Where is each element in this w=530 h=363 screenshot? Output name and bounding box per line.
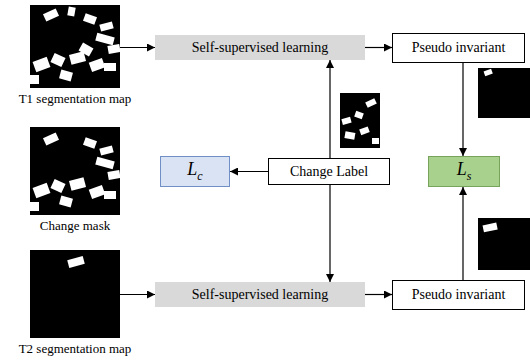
box-label: Self-supervised learning — [192, 40, 328, 56]
segmentation-picture — [30, 127, 120, 215]
label-box: Change Label — [268, 158, 390, 185]
box-label: Pseudo invariant — [412, 40, 506, 56]
box-label: Self-supervised learning — [192, 287, 328, 303]
process-box: Self-supervised learning — [155, 35, 365, 60]
t2-segmentation-map: T2 segmentation map — [30, 250, 120, 338]
image-caption: T1 segmentation map — [19, 91, 132, 107]
segmentation-picture — [30, 5, 120, 88]
box-label: Lc — [187, 159, 202, 184]
t1-segmentation-map: T1 segmentation map — [30, 5, 120, 88]
image-caption: Change mask — [40, 218, 110, 234]
loss-box: Lc — [160, 156, 230, 187]
box-label: Change Label — [290, 164, 368, 180]
image-caption: T2 segmentation map — [19, 341, 132, 357]
pseudo-invariant-thumbnail-bottom — [478, 218, 530, 270]
arrow — [329, 60, 330, 158]
process-box: Self-supervised learning — [155, 282, 365, 307]
box-label: Ls — [457, 159, 472, 184]
arrow — [462, 63, 463, 156]
arrow — [365, 294, 392, 295]
arrow — [230, 171, 268, 172]
arrow — [120, 294, 155, 295]
pseudo-invariant-thumbnail-top — [478, 68, 530, 118]
loss-box: Ls — [428, 156, 500, 187]
arrow — [462, 187, 463, 280]
output-box: Pseudo invariant — [392, 280, 525, 310]
output-box: Pseudo invariant — [392, 33, 525, 63]
arrow — [365, 47, 392, 48]
arrow — [329, 185, 330, 282]
change-label-thumbnail — [340, 93, 380, 148]
arrow — [120, 47, 155, 48]
segmentation-picture — [30, 250, 120, 338]
change-mask: Change mask — [30, 127, 120, 215]
box-label: Pseudo invariant — [412, 287, 506, 303]
